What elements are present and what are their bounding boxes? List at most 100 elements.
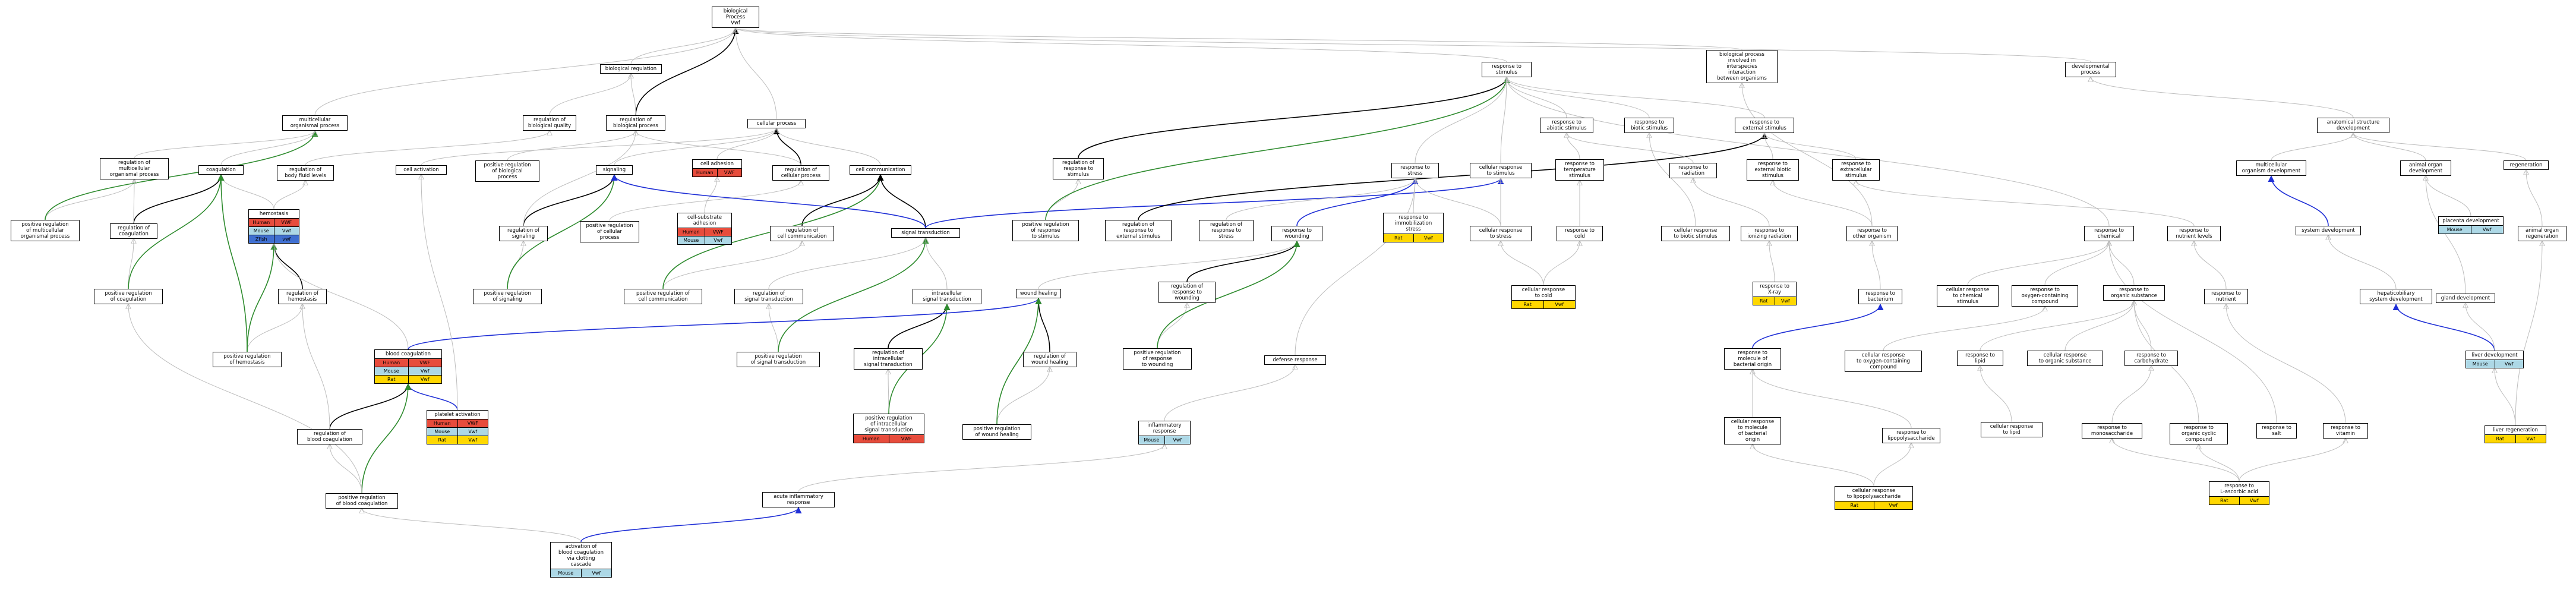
node-positive-regulation-of-intracellular-signal-transduction[interactable]: positive regulation of intracellular sig… [853,414,924,443]
node-system-development[interactable]: system development [2296,226,2361,235]
node-response-to-other-organism[interactable]: response to other organism [1846,226,1898,241]
node-positive-regulation-of-signaling[interactable]: positive regulation of signaling [473,289,542,304]
node-regulation-of-signaling[interactable]: regulation of signaling [499,226,548,241]
node-response-to-lipid[interactable]: response to lipid [1957,351,2003,366]
node-anatomical-structure-development[interactable]: anatomical structure development [2317,118,2389,133]
node-animal-organ-development[interactable]: animal organ development [2400,160,2451,176]
node-cellular-response-to-chemical-stimulus[interactable]: cellular response to chemical stimulus [1937,285,1999,307]
node-defense-response[interactable]: defense response [1264,355,1326,365]
node-response-to-molecule-of-bacterial-origin[interactable]: response to molecule of bacterial origin [1724,348,1781,370]
node-response-to-carbohydrate[interactable]: response to carbohydrate [2124,351,2178,366]
node-signaling[interactable]: signaling [596,165,633,175]
node-response-to-nutrient[interactable]: response to nutrient [2204,289,2248,304]
node-cell-communication[interactable]: cell communication [850,165,911,175]
node-animal-organ-regeneration[interactable]: animal organ regeneration [2518,226,2566,241]
node-regulation-of-blood-coagulation[interactable]: regulation of blood coagulation [297,429,362,444]
node-regulation-of-cell-communication[interactable]: regulation of cell communication [770,226,834,241]
node-biological-process-interspecies[interactable]: biological process involved in interspec… [1706,50,1778,83]
node-cell-activation[interactable]: cell activation [396,165,447,175]
node-hepaticobiliary-system-development[interactable]: hepaticobiliary system development [2360,289,2432,304]
node-regeneration[interactable]: regeneration [2504,160,2549,170]
node-response-to-nutrient-levels[interactable]: response to nutrient levels [2167,226,2221,241]
node-regulation-of-response-to-stress[interactable]: regulation of response to stress [1199,220,1254,241]
node-acute-inflammatory-response[interactable]: acute inflammatory response [762,492,835,507]
node-regulation-of-biological-process[interactable]: regulation of biological process [606,115,665,131]
node-cellular-process[interactable]: cellular process [747,119,806,128]
node-biological-process[interactable]: biological Process Vwf [712,7,759,28]
node-positive-regulation-of-cell-communication[interactable]: positive regulation of cell communicatio… [624,289,702,304]
node-positive-regulation-of-cellular-process[interactable]: positive regulation of cellular process [580,221,639,242]
node-response-to-stimulus[interactable]: response to stimulus [1482,62,1532,77]
node-signal-transduction[interactable]: signal transduction [891,228,960,238]
node-positive-regulation-of-response-to-wounding[interactable]: positive regulation of response to wound… [1123,348,1192,370]
node-wound-healing[interactable]: wound healing [1016,289,1061,298]
node-response-to-salt[interactable]: response to salt [2256,423,2297,439]
node-regulation-of-signal-transduction[interactable]: regulation of signal transduction [734,289,803,304]
node-response-to-external-stimulus[interactable]: response to external stimulus [1735,118,1794,133]
node-positive-regulation-of-biological-process[interactable]: positive regulation of biological proces… [475,160,539,182]
node-positive-regulation-of-wound-healing[interactable]: positive regulation of wound healing [962,424,1031,440]
node-cellular-response-to-organic-substance[interactable]: cellular response to organic substance [2027,351,2103,366]
node-cellular-response-to-stress[interactable]: cellular response to stress [1470,226,1532,241]
node-gland-development[interactable]: gland development [2436,294,2495,303]
node-response-to-chemical[interactable]: response to chemical [2084,226,2134,241]
node-response-to-biotic-stimulus[interactable]: response to biotic stimulus [1624,118,1674,133]
node-response-to-abiotic-stimulus[interactable]: response to abiotic stimulus [1540,118,1593,133]
node-response-to-oxygen-containing-compound[interactable]: response to oxygen-containing compound [2012,285,2078,307]
node-regulation-of-biological-quality[interactable]: regulation of biological quality [523,115,576,131]
node-response-to-extracellular-stimulus[interactable]: response to extracellular stimulus [1832,159,1880,181]
node-regulation-of-intracellular-signal-transduction[interactable]: regulation of intracellular signal trans… [854,348,923,370]
node-positive-regulation-of-blood-coagulation[interactable]: positive regulation of blood coagulation [326,493,398,509]
node-positive-regulation-of-multicellular-organismal-process[interactable]: positive regulation of multicellular org… [11,220,80,241]
node-biological-regulation[interactable]: biological regulation [600,64,662,74]
node-response-to-temperature-stimulus[interactable]: response to temperature stimulus [1555,159,1604,181]
node-multicellular-organismal-process[interactable]: multicellular organismal process [282,115,348,131]
node-cellular-response-to-oxygen-containing-compound[interactable]: cellular response to oxygen-containing c… [1845,351,1922,372]
node-response-to-radiation[interactable]: response to radiation [1669,163,1717,178]
node-regulation-of-body-fluid-levels[interactable]: regulation of body fluid levels [277,165,334,181]
node-multicellular-organism-development[interactable]: multicellular organism development [2236,160,2306,176]
node-regulation-of-wound-healing[interactable]: regulation of wound healing [1023,352,1077,367]
node-response-to-monosaccharide[interactable]: response to monosaccharide [2082,423,2142,439]
node-regulation-of-coagulation[interactable]: regulation of coagulation [110,223,157,239]
node-response-to-organic-cyclic-compound[interactable]: response to organic cyclic compound [2170,423,2228,444]
node-positive-regulation-of-hemostasis[interactable]: positive regulation of hemostasis [213,352,282,367]
node-regulation-of-hemostasis[interactable]: regulation of hemostasis [278,289,327,304]
node-regulation-of-multicellular-organismal-process[interactable]: regulation of multicellular organismal p… [100,158,169,179]
node-cellular-response-to-lipopolysaccharide[interactable]: cellular response to lipopolysaccharide … [1835,486,1913,510]
node-response-to-external-biotic-stimulus[interactable]: response to external biotic stimulus [1747,159,1799,181]
node-response-to-vitamin[interactable]: response to vitamin [2323,423,2368,439]
node-regulation-of-cellular-process[interactable]: regulation of cellular process [772,165,829,181]
node-response-to-ionizing-radiation[interactable]: response to ionizing radiation [1741,226,1798,241]
node-cellular-response-to-lipid[interactable]: cellular response to lipid [1981,422,2043,437]
node-response-to-wounding[interactable]: response to wounding [1271,226,1322,241]
node-response-to-bacterium[interactable]: response to bacterium [1858,289,1902,304]
node-response-to-lipopolysaccharide[interactable]: response to lipopolysaccharide [1882,428,1940,443]
node-response-to-organic-substance[interactable]: response to organic substance [2103,285,2165,301]
node-intracellular-signal-transduction[interactable]: intracellular signal transduction [913,289,981,304]
node-coagulation[interactable]: coagulation [198,165,244,175]
node-response-to-cold[interactable]: response to cold [1557,226,1603,241]
node-developmental-process[interactable]: developmental process [2065,62,2116,77]
node-regulation-of-response-to-external-stimulus[interactable]: regulation of response to external stimu… [1105,220,1172,241]
node-regulation-of-response-to-wounding[interactable]: regulation of response to wounding [1158,282,1216,303]
node-cellular-response-to-molecule-of-bacterial-origin[interactable]: cellular response to molecule of bacteri… [1724,417,1781,444]
node-positive-regulation-of-response-to-stimulus[interactable]: positive regulation of response to stimu… [1012,220,1079,241]
node-regulation-of-response-to-stimulus[interactable]: regulation of response to stimulus [1053,158,1104,179]
node-cellular-response-to-biotic-stimulus[interactable]: cellular response to biotic stimulus [1661,226,1730,241]
node-cellular-response-to-stimulus[interactable]: cellular response to stimulus [1470,163,1532,178]
node-positive-regulation-of-signal-transduction[interactable]: positive regulation of signal transducti… [737,352,820,367]
node-response-to-stress[interactable]: response to stress [1391,163,1439,178]
